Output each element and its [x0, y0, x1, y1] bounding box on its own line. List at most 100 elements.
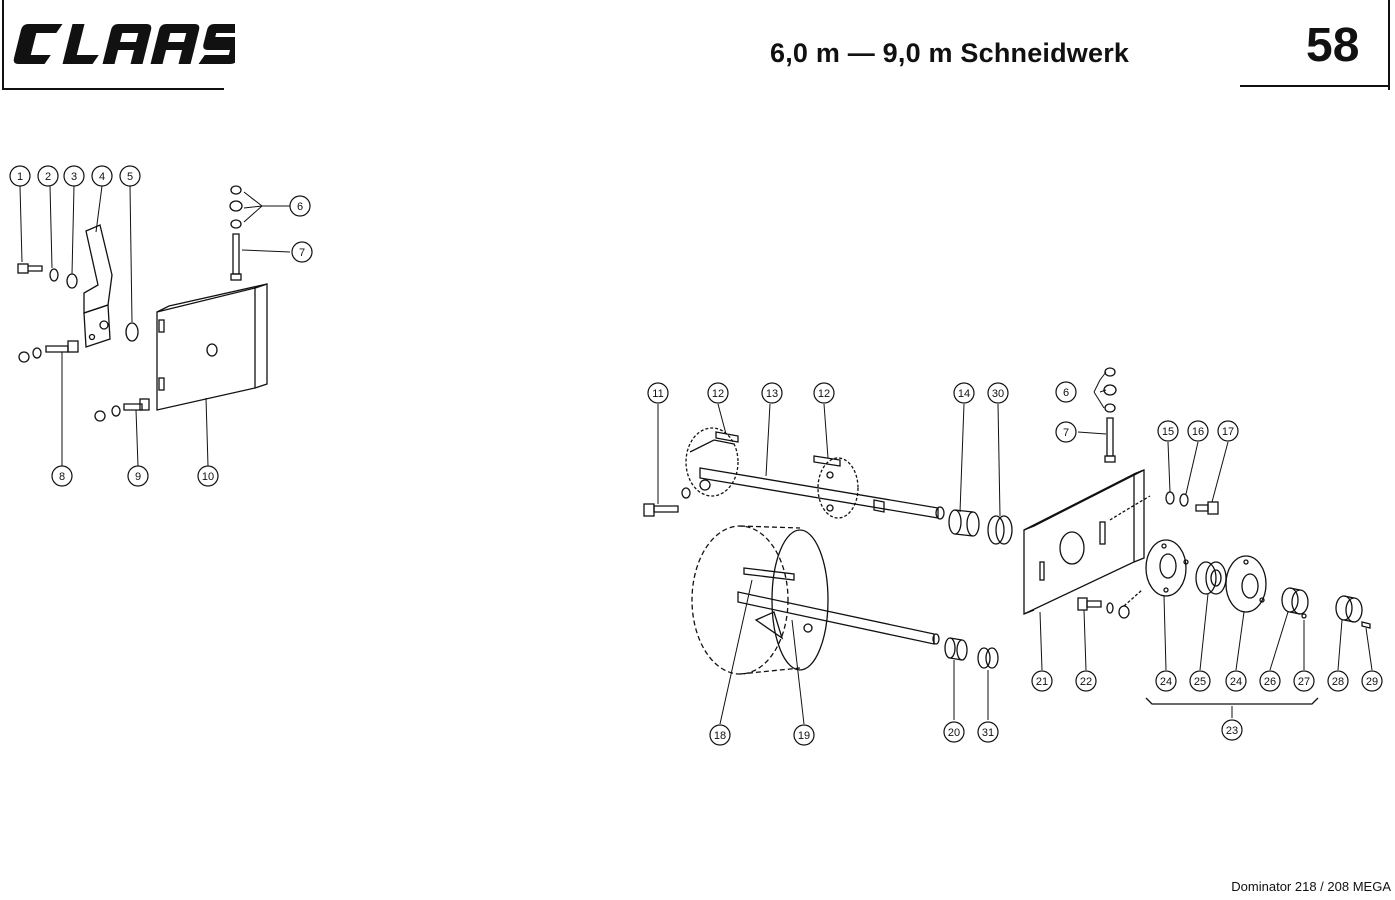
- callout-label: 2: [45, 171, 51, 183]
- callout-circle: [291, 241, 313, 263]
- callout-label: 26: [1264, 676, 1276, 688]
- callout-label: 5: [127, 171, 133, 183]
- part-grease-nipple: [1361, 621, 1371, 629]
- callout-circle: [1155, 670, 1177, 692]
- part-key-left: [715, 431, 739, 443]
- callout-label: 24: [1160, 676, 1172, 688]
- callout-label: 3: [71, 171, 77, 183]
- part-nuts-top: [229, 185, 243, 229]
- callout-label: 12: [712, 388, 724, 400]
- callout-circle: [9, 165, 31, 187]
- callout-label: 23: [1226, 725, 1238, 737]
- part-flange-left: [685, 427, 739, 497]
- callout-circle: [813, 382, 835, 404]
- leader-lines: [19, 185, 1373, 725]
- callout-label: 8: [59, 471, 65, 483]
- callout-circle: [197, 465, 219, 487]
- callout-circle: [1075, 670, 1097, 692]
- part-bolt-22: [1077, 589, 1143, 619]
- part-washer-15: [1165, 491, 1175, 505]
- part-washer: [49, 268, 59, 282]
- callout-label: 9: [135, 471, 141, 483]
- callout-circle: [953, 382, 975, 404]
- callout-circle: [1361, 670, 1383, 692]
- callout-label: 29: [1366, 676, 1378, 688]
- part-bolt-8: [18, 340, 79, 363]
- group-bracket-23: [1145, 697, 1319, 705]
- callout-label: 27: [1298, 676, 1310, 688]
- part-key-lower: [743, 567, 795, 581]
- callout-label: 6: [297, 201, 303, 213]
- part-bolt-left: [17, 263, 43, 274]
- part-long-bolt-right: [1104, 417, 1116, 463]
- callout-label: 22: [1080, 676, 1092, 688]
- callout-circle: [51, 465, 73, 487]
- part-flange-left-hole: [699, 479, 711, 491]
- callout-label: 31: [982, 727, 994, 739]
- part-nuts-right: [1103, 367, 1117, 413]
- callout-label: 20: [948, 727, 960, 739]
- callout-circle: [1259, 670, 1281, 692]
- callout-circle: [1225, 670, 1247, 692]
- part-flange-bolt: [643, 487, 691, 517]
- callout-label: 21: [1036, 676, 1048, 688]
- callout-label: 14: [958, 388, 970, 400]
- part-washer-16: [1179, 493, 1189, 507]
- header-right-border: [1388, 0, 1390, 90]
- part-cap-28: [1335, 595, 1363, 623]
- callout-circle: [977, 721, 999, 743]
- callout-label: 7: [299, 247, 305, 259]
- part-ring-31: [977, 647, 999, 669]
- callout-label: 7: [1063, 427, 1069, 439]
- callout-circle: [1157, 420, 1179, 442]
- callout-label: 15: [1162, 426, 1174, 438]
- callout-label: 18: [714, 730, 726, 742]
- part-lever: [83, 224, 113, 348]
- part-bearing-plate: [1023, 469, 1151, 616]
- callout-label: 10: [202, 471, 214, 483]
- part-ring: [125, 322, 139, 342]
- part-bearing-flange-2: [1225, 555, 1267, 613]
- header-left-border: [2, 0, 4, 90]
- part-drum-face: [754, 529, 829, 671]
- part-bushing-14: [948, 509, 980, 537]
- part-ring-30: [987, 515, 1013, 545]
- callout-label: 6: [1063, 387, 1069, 399]
- callout-circle: [1293, 670, 1315, 692]
- callout-circle: [943, 721, 965, 743]
- callout-circle: [793, 724, 815, 746]
- part-long-bolt: [230, 233, 242, 281]
- callout-label: 1: [17, 171, 23, 183]
- callout-label: 12: [818, 388, 830, 400]
- callout-circle: [761, 382, 783, 404]
- header-left-underline: [2, 88, 224, 90]
- callout-circle: [709, 724, 731, 746]
- footer-model-label: Dominator 218 / 208 MEGA: [1231, 879, 1391, 894]
- callout-circle: [1327, 670, 1349, 692]
- callout-circle: [37, 165, 59, 187]
- callout-circle: [63, 165, 85, 187]
- part-bushing-20: [944, 637, 968, 661]
- callout-label: 30: [992, 388, 1004, 400]
- callout-circle: [1055, 381, 1077, 403]
- part-grub-screw: [1301, 613, 1307, 619]
- callout-circle: [1055, 421, 1077, 443]
- callout-label: 19: [798, 730, 810, 742]
- callout-circle: [119, 165, 141, 187]
- header-right-underline: [1240, 85, 1390, 87]
- part-mounting-plate: [156, 283, 268, 411]
- callout-circle: [127, 465, 149, 487]
- claas-logo: [10, 18, 247, 70]
- part-collar-26: [1281, 587, 1309, 615]
- part-flange-right: [817, 457, 859, 519]
- callout-label: 24: [1230, 676, 1242, 688]
- callout-label: 4: [99, 171, 105, 183]
- callout-circle: [1189, 670, 1211, 692]
- part-drum: [691, 525, 801, 675]
- callout-label: 13: [766, 388, 778, 400]
- part-bearing-flange-1: [1145, 539, 1189, 597]
- callout-circle: [289, 195, 311, 217]
- part-lower-shaft: [737, 591, 940, 645]
